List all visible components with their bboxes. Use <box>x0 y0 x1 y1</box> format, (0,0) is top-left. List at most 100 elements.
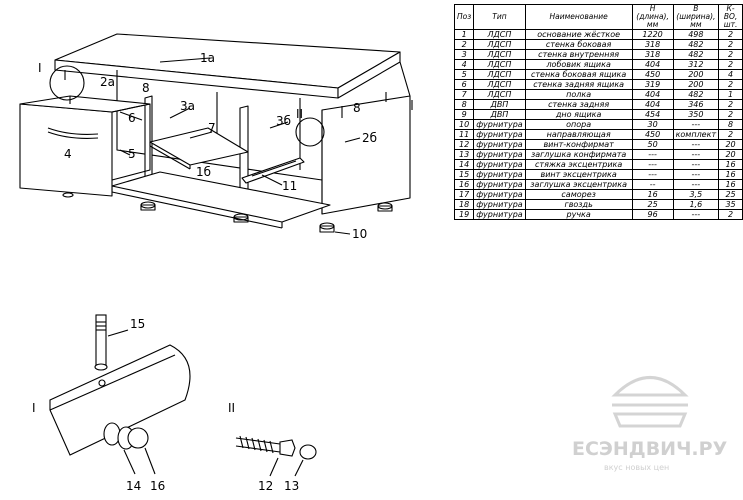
detail-confirmat-labels: II 12 13 <box>228 401 299 493</box>
table-cell: 2 <box>718 109 743 120</box>
table-cell: --- <box>672 149 720 160</box>
label-6: 6 <box>128 111 136 125</box>
table-cell: 13 <box>453 149 475 160</box>
label-2b: 2б <box>362 131 377 145</box>
table-cell: фурнитура <box>473 179 526 190</box>
table-cell: 454 <box>631 109 674 120</box>
label-15: 15 <box>130 317 145 331</box>
table-cell: 50 <box>631 139 674 150</box>
table-cell: 16 <box>718 179 743 190</box>
cabinet-drawing <box>19 33 413 235</box>
detail-label-2: II <box>228 401 235 415</box>
callout-circle-2 <box>295 117 325 147</box>
label-3b: 3б <box>276 114 291 128</box>
table-cell: фурнитура <box>473 129 526 140</box>
drawer-slide <box>241 157 305 184</box>
header-width: B (ширина), мм <box>672 4 720 30</box>
table-cell: ЛДСП <box>473 89 526 100</box>
table-cell: ЛДСП <box>473 69 526 80</box>
callout-label-2: II <box>296 107 303 121</box>
table-cell: 11 <box>453 129 475 140</box>
table-cell: фурнитура <box>473 119 526 130</box>
table-cell: 10 <box>453 119 475 130</box>
table-cell: саморез <box>524 189 633 200</box>
table-cell: 12 <box>453 139 475 150</box>
watermark-tagline: вкус новых цен <box>604 463 669 472</box>
table-cell: --- <box>672 139 720 150</box>
table-cell: опора <box>524 119 633 130</box>
table-cell: 17 <box>453 189 475 200</box>
label-3a: 3а <box>180 99 195 113</box>
header-type: Тип <box>473 4 526 30</box>
table-cell: 498 <box>672 29 720 40</box>
table-cell: 404 <box>631 99 674 110</box>
table-cell: --- <box>672 169 720 180</box>
detail-label-1: I <box>32 401 36 415</box>
label-4: 4 <box>64 147 72 161</box>
detail-eccentric <box>49 314 191 475</box>
table-cell: ручка <box>524 209 633 220</box>
table-cell: стенка боковая <box>524 39 633 50</box>
table-cell: 25 <box>631 199 674 210</box>
table-cell: 9 <box>453 109 475 120</box>
table-cell: --- <box>631 169 674 180</box>
label-14: 14 <box>126 479 141 493</box>
header-qty: К-ВО, шт. <box>718 4 743 30</box>
table-cell: 4 <box>718 69 743 80</box>
table-cell: фурнитура <box>473 189 526 200</box>
table-cell: фурнитура <box>473 169 526 180</box>
table-cell: 200 <box>672 69 720 80</box>
table-cell: стенка боковая ящика <box>524 69 633 80</box>
table-cell: ЛДСП <box>473 79 526 90</box>
table-cell: --- <box>672 209 720 220</box>
table-cell: полка <box>524 89 633 100</box>
table-cell: --- <box>672 159 720 170</box>
table-cell: 15 <box>453 169 475 180</box>
confirmat-cap <box>299 444 317 460</box>
table-cell: 312 <box>672 59 720 70</box>
table-cell: 350 <box>672 109 720 120</box>
label-8a: 8 <box>142 81 150 95</box>
table-cell: 2 <box>718 29 743 40</box>
table-cell: 346 <box>672 99 720 110</box>
watermark: ЕСЭНДВИЧ.РУ вкус новых цен <box>572 376 728 472</box>
table-cell: 16 <box>453 179 475 190</box>
table-cell: 1 <box>718 89 743 100</box>
table-cell: фурнитура <box>473 139 526 150</box>
label-13: 13 <box>284 479 299 493</box>
eccentric-cap <box>127 427 149 449</box>
table-cell: фурнитура <box>473 199 526 210</box>
label-12: 12 <box>258 479 273 493</box>
header-length: H (длина), мм <box>631 4 674 30</box>
table-cell: 2 <box>718 209 743 220</box>
table-cell: 1,6 <box>672 199 720 210</box>
table-cell: 4 <box>453 59 475 70</box>
detail-confirmat <box>235 435 317 477</box>
table-cell: направляющая <box>524 129 633 140</box>
label-7: 7 <box>208 121 216 135</box>
label-1b: 1б <box>196 165 211 179</box>
table-cell: стенка задняя ящика <box>524 79 633 90</box>
table-cell: комплект <box>672 129 720 140</box>
table-cell: 482 <box>672 49 720 60</box>
label-2a: 2а <box>100 75 115 89</box>
table-cell: 404 <box>631 59 674 70</box>
table-cell: 7 <box>453 89 475 100</box>
table-cell: фурнитура <box>473 159 526 170</box>
drawer-handle <box>47 127 99 135</box>
table-cell: ЛДСП <box>473 59 526 70</box>
parts-table-header: Поз Тип Наименование H (длина), мм B (ши… <box>453 4 743 30</box>
table-cell: 16 <box>718 169 743 180</box>
parts-table: Поз Тип Наименование H (длина), мм B (ши… <box>453 4 743 220</box>
table-cell: лобовик ящика <box>524 59 633 70</box>
table-cell: винт-конфирмат <box>524 139 633 150</box>
